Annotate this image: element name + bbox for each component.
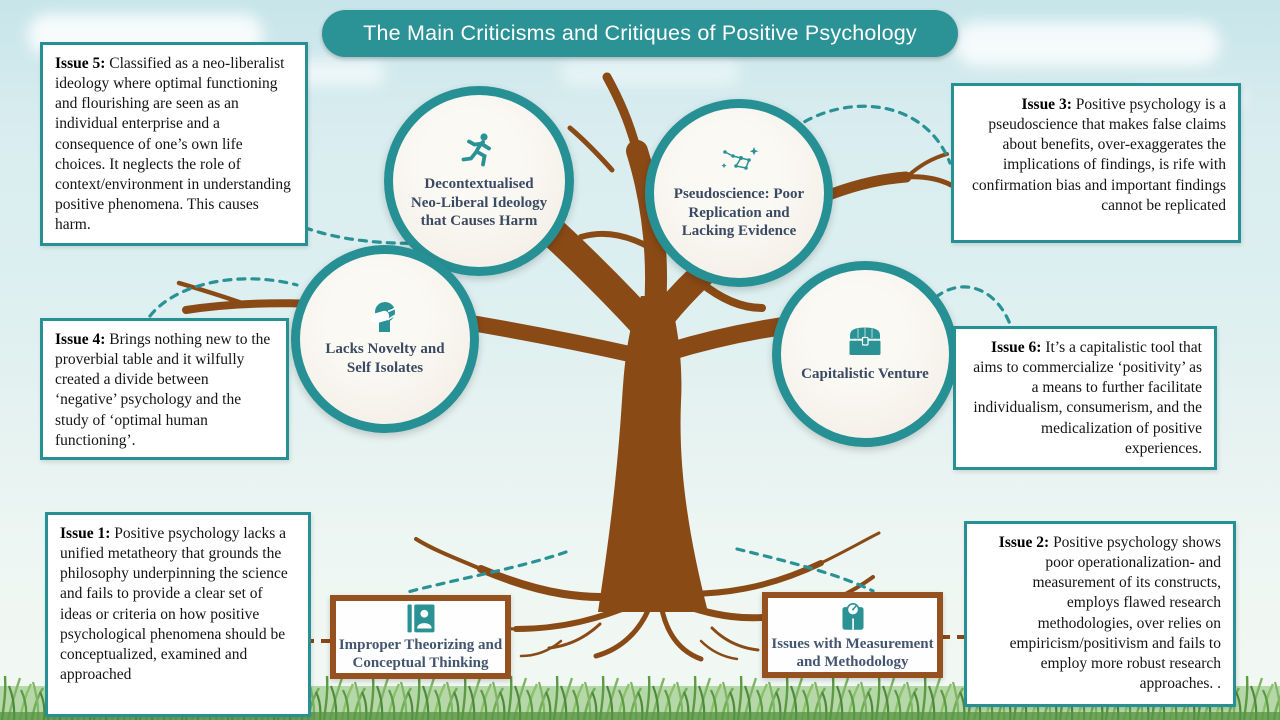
node-label: Capitalistic Venture (801, 365, 929, 382)
page-title: The Main Criticisms and Critiques of Pos… (363, 21, 917, 45)
measurement-label: Issues with Measurement and Methodology (771, 635, 934, 670)
issue-3-box: Issue 3: Positive psychology is a pseudo… (951, 83, 1241, 243)
node-label: Pseudoscience: Poor Replication and Lack… (673, 185, 805, 240)
runner-icon (461, 133, 491, 167)
node-label: Lacks Novelty and Self Isolates (325, 341, 445, 376)
issue-4-label: Issue 4: (55, 331, 106, 348)
constellation-icon (721, 146, 759, 170)
issue-2-label: Issue 2: (998, 534, 1050, 551)
issue-6-box: Issue 6: It’s a capitalistic tool that a… (953, 326, 1217, 470)
issue-1-text: Positive psychology lacks a unified meta… (60, 525, 288, 683)
cloud (955, 22, 1220, 66)
issue-3-text: Positive psychology is a pseudoscience t… (972, 96, 1226, 214)
theorizing-box: Improper Theorizing and Conceptual Think… (330, 595, 511, 679)
measurement-box: Issues with Measurement and Methodology (762, 592, 943, 678)
issue-3-label: Issue 3: (1021, 96, 1072, 113)
treasure-chest-icon (849, 327, 881, 355)
node-capitalistic: Capitalistic Venture (772, 261, 958, 447)
issue-5-box: Issue 5: Classified as a neo-liberalist … (40, 42, 308, 246)
cloud (560, 60, 740, 86)
node-decontextualised: Decontextualised Neo-Liberal Ideology th… (384, 86, 574, 276)
issue-2-box: Issue 2: Positive psychology shows poor … (964, 521, 1236, 707)
theorizing-label: Improper Theorizing and Conceptual Think… (338, 636, 503, 671)
issue-5-text: Classified as a neo-liberalist ideology … (55, 55, 291, 234)
issue-1-box: Issue 1: Positive psychology lacks a uni… (45, 512, 311, 717)
issue-4-text: Brings nothing new to the proverbial tab… (55, 331, 271, 449)
issue-4-box: Issue 4: Brings nothing new to the prove… (40, 318, 289, 460)
issue-5-label: Issue 5: (55, 55, 106, 72)
issue-6-text: It’s a capitalistic tool that aims to co… (973, 339, 1202, 457)
masked-face-icon (371, 302, 396, 333)
issue-6-label: Issue 6: (991, 339, 1042, 356)
node-novelty: Lacks Novelty and Self Isolates (291, 245, 479, 433)
node-pseudoscience: Pseudoscience: Poor Replication and Lack… (645, 99, 833, 287)
person-book-icon (407, 604, 434, 633)
node-label: Decontextualised Neo-Liberal Ideology th… (410, 175, 548, 230)
issue-2-text: Positive psychology shows poor operation… (1009, 534, 1221, 692)
title-banner: The Main Criticisms and Critiques of Pos… (322, 10, 958, 57)
weighing-scale-icon (841, 602, 864, 630)
issue-1-label: Issue 1: (60, 525, 111, 542)
